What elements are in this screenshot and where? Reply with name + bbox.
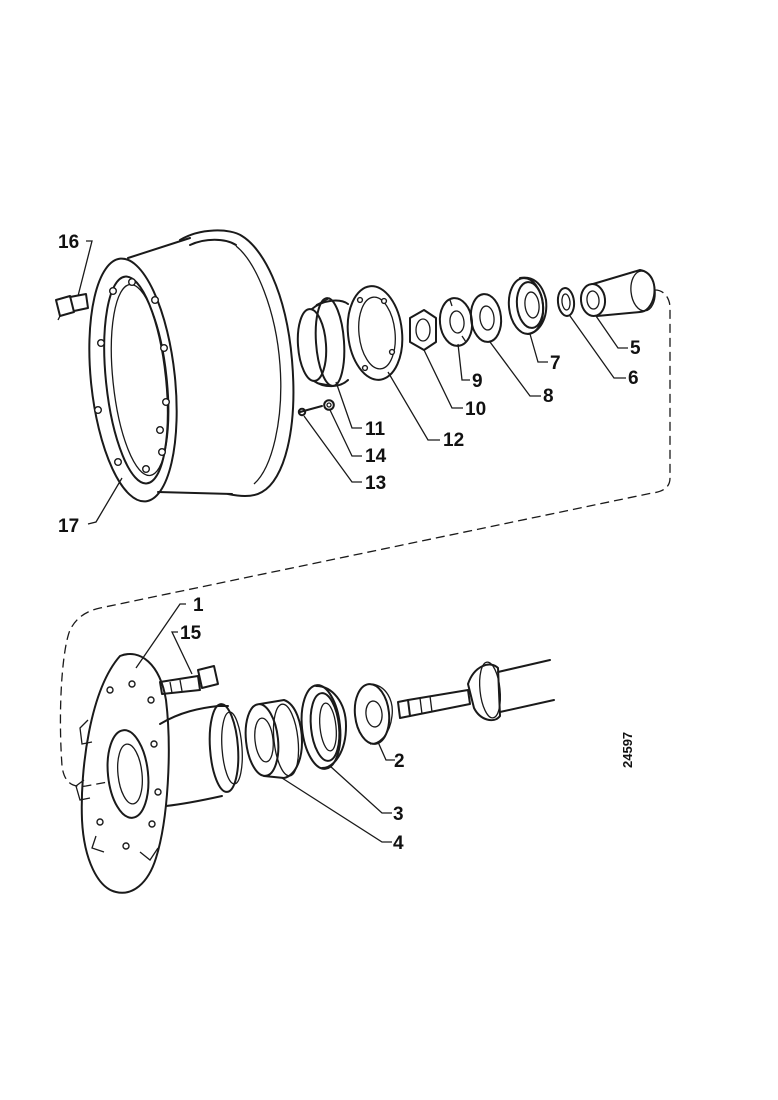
callout-12: 12 <box>443 430 464 451</box>
callout-3: 3 <box>393 804 404 825</box>
callout-14: 14 <box>365 446 387 467</box>
cap-screw <box>297 405 323 417</box>
spacer-ring <box>353 683 393 745</box>
inner-bearing <box>244 699 303 779</box>
wheel-bolt <box>55 293 89 321</box>
callout-7: 7 <box>550 353 561 374</box>
callout-2: 2 <box>394 751 405 772</box>
wheel-hub <box>75 653 243 894</box>
oil-seal <box>300 684 347 770</box>
spacer-sleeve <box>579 269 656 317</box>
reference-number: 24597 <box>620 732 635 768</box>
callout-6: 6 <box>628 368 639 389</box>
gasket <box>346 285 404 381</box>
callout-8: 8 <box>543 386 554 407</box>
lock-washer-small <box>323 399 335 411</box>
callout-5: 5 <box>630 338 641 359</box>
callout-4: 4 <box>393 833 404 854</box>
leader-lines <box>77 240 628 843</box>
brake-drum <box>88 229 295 503</box>
outer-bearing <box>507 276 548 335</box>
thrust-washer <box>469 293 503 343</box>
hub-bolt <box>159 665 219 695</box>
lock-washer <box>438 297 474 347</box>
axle-stub <box>397 659 555 722</box>
callout-15: 15 <box>180 623 202 644</box>
grease-cap <box>296 297 349 388</box>
callout-11: 11 <box>365 419 386 440</box>
seal-ring <box>556 287 576 317</box>
assembly-line <box>59 289 671 788</box>
callout-1: 1 <box>193 595 204 616</box>
callout-9: 9 <box>472 371 483 392</box>
axle-nut <box>409 309 437 351</box>
callout-13: 13 <box>365 473 386 494</box>
callout-10: 10 <box>465 399 486 420</box>
callout-16: 16 <box>58 232 79 253</box>
callout-17: 17 <box>58 516 79 537</box>
